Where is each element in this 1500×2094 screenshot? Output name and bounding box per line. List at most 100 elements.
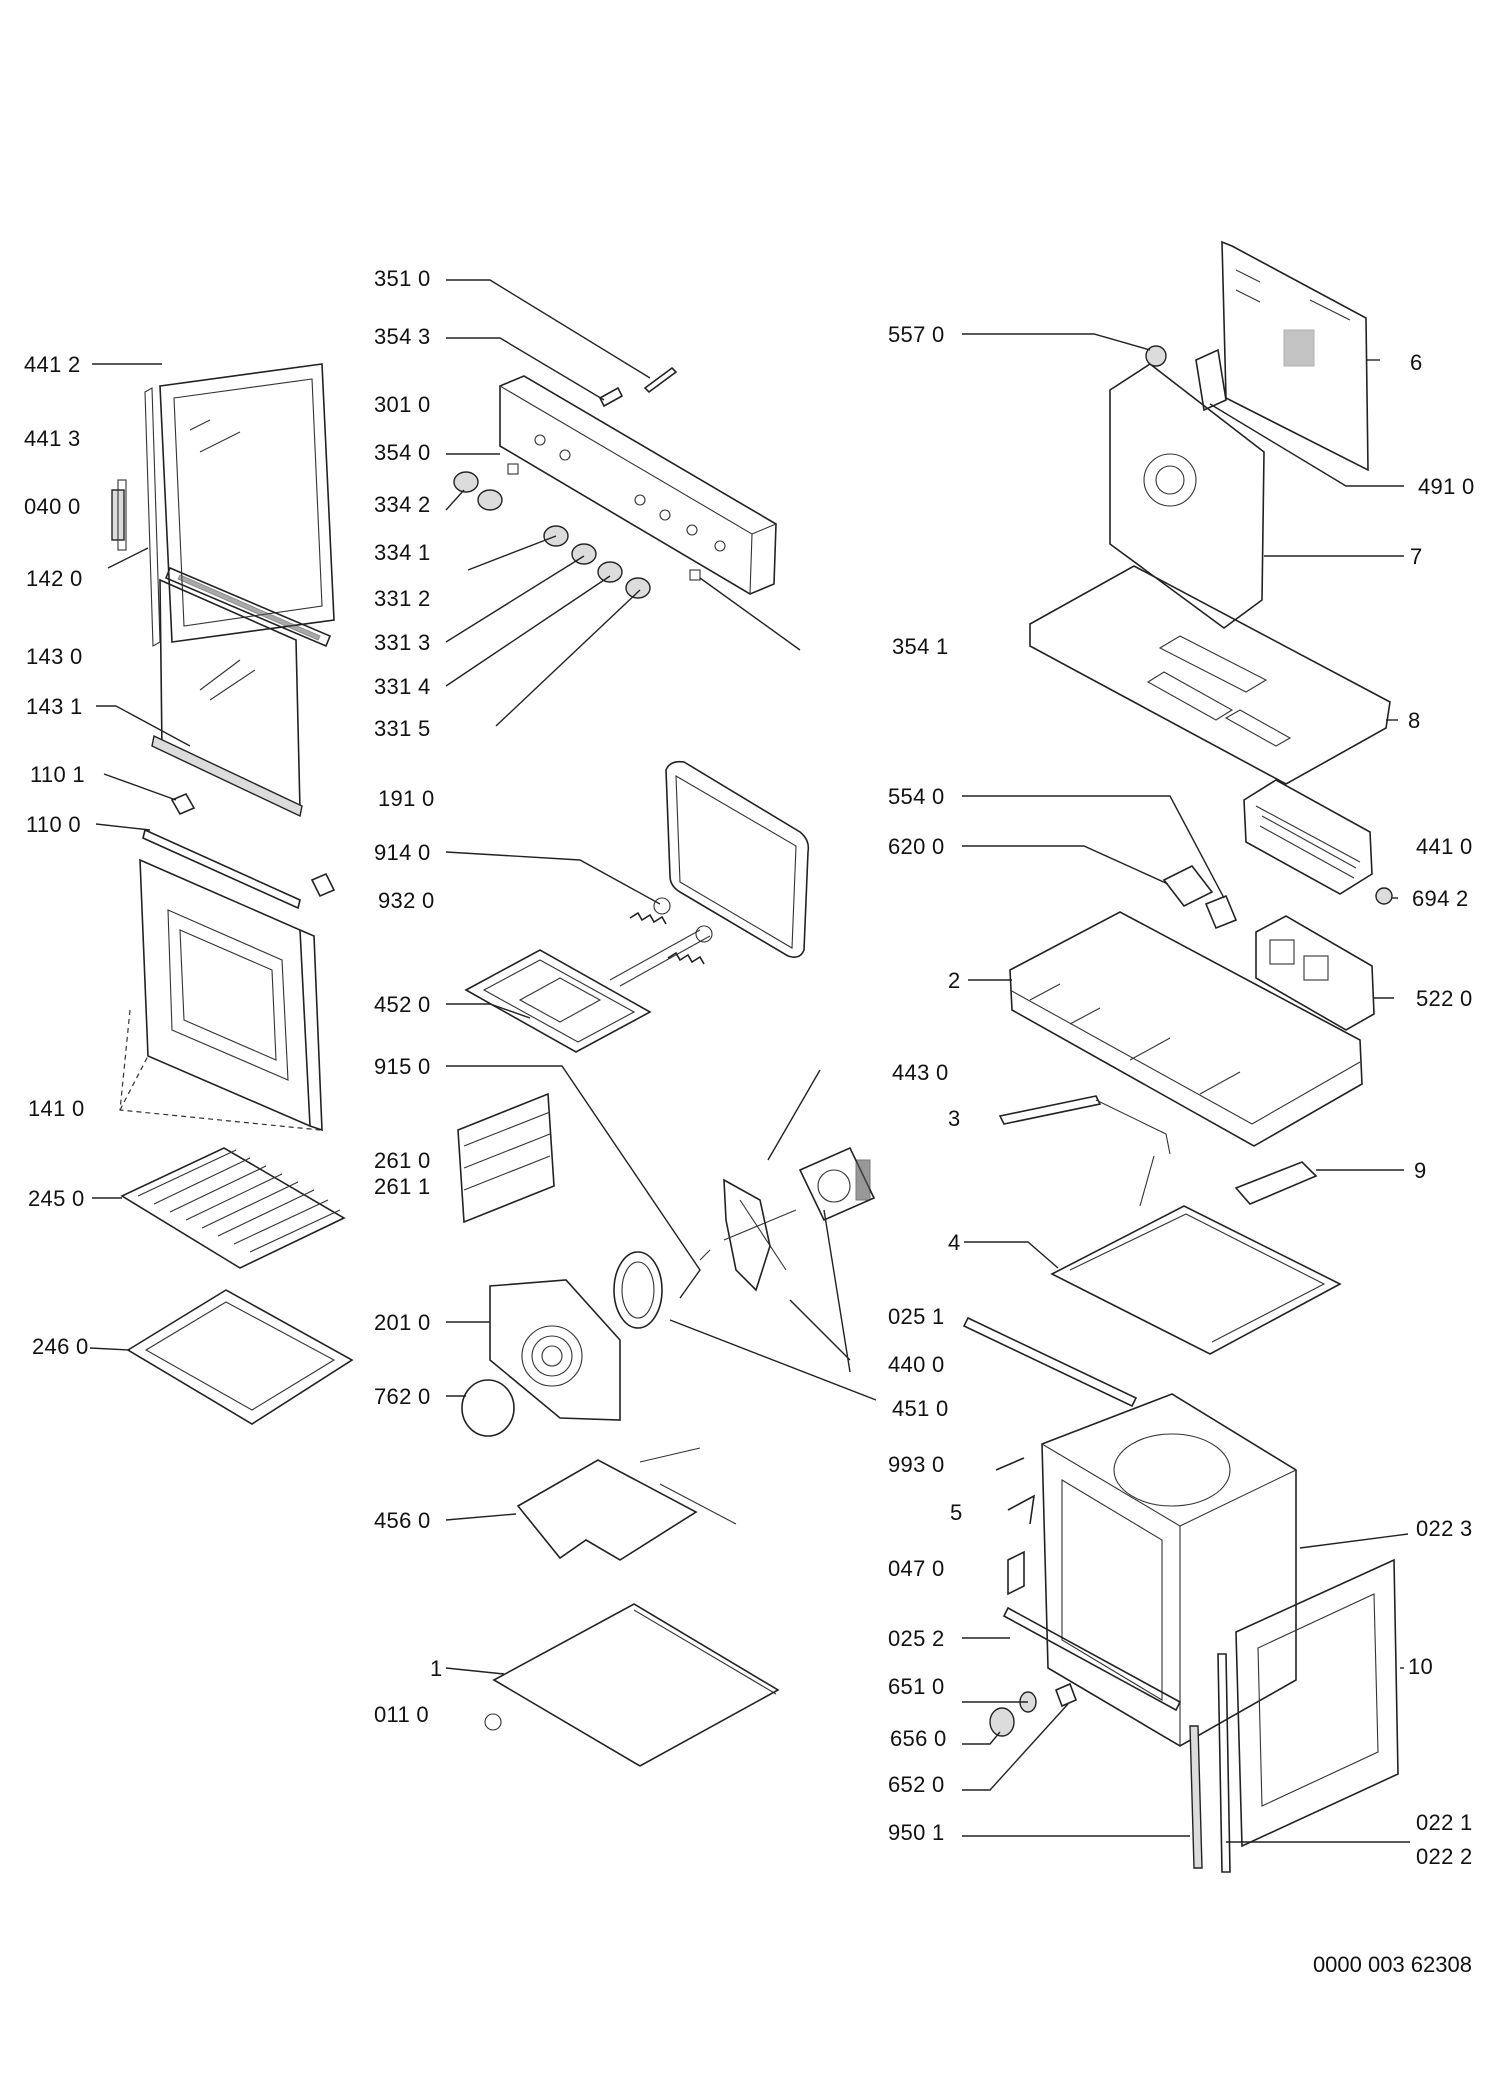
fan-cover-panel-part <box>489 1279 621 1421</box>
side-rail-part <box>962 1316 1138 1408</box>
glass-strip-part <box>151 734 303 818</box>
label-354-3: 354 3 <box>374 324 431 349</box>
cooling-fan-blower-part <box>1243 779 1373 895</box>
door-hinge-part <box>111 479 127 551</box>
door-vent-strip-part <box>164 566 332 648</box>
lamp-part <box>1204 894 1238 930</box>
side-shelf-rails-part <box>457 1092 555 1224</box>
label-915-0: 915 0 <box>374 1054 431 1079</box>
label-022-1: 022 1 <box>1416 1810 1473 1835</box>
label-652-0: 652 0 <box>888 1772 945 1797</box>
label-656-0: 656 0 <box>890 1726 947 1751</box>
back-cover-panel-part <box>1221 240 1369 472</box>
label-245-0: 245 0 <box>28 1186 85 1211</box>
label-022-2: 022 2 <box>1416 1844 1473 1869</box>
label-331-5: 331 5 <box>374 716 431 741</box>
hinge-bracket-047-part <box>1007 1550 1025 1596</box>
middle-leader-lines <box>445 279 877 1675</box>
label-557-0: 557 0 <box>888 322 945 347</box>
label-451-0: 451 0 <box>892 1396 949 1421</box>
oven-door-seal-part <box>665 760 810 958</box>
document-number: 0000 003 62308 <box>1312 1952 1472 1977</box>
label-201-0: 201 0 <box>374 1310 431 1335</box>
label-261-0: 261 0 <box>374 1148 431 1173</box>
label-354-1: 354 1 <box>892 634 949 659</box>
oven-rack-part <box>120 1147 346 1269</box>
label-456-0: 456 0 <box>374 1508 431 1533</box>
clip-part <box>170 792 336 898</box>
bottom-plate-part <box>492 1603 780 1767</box>
label-141-0: 141 0 <box>28 1096 85 1121</box>
control-screw-part <box>598 366 678 408</box>
label-040-0: 040 0 <box>24 494 81 519</box>
label-351-0: 351 0 <box>374 266 431 291</box>
label-441-3: 441 3 <box>24 426 81 451</box>
oven-cavity-part <box>1041 1393 1297 1747</box>
screw-993-part <box>995 1457 1025 1471</box>
label-522-0: 522 0 <box>1416 986 1473 1011</box>
label-9: 9 <box>1414 1158 1427 1183</box>
label-5: 5 <box>950 1500 963 1525</box>
label-993-0: 993 0 <box>888 1452 945 1477</box>
label-047-0: 047 0 <box>888 1556 945 1581</box>
label-143-1: 143 1 <box>26 694 83 719</box>
label-1: 1 <box>430 1656 443 1681</box>
control-chassis-part <box>1009 911 1363 1147</box>
rear-panel-part <box>1109 345 1265 629</box>
front-rail-025-part <box>1002 1606 1182 1712</box>
label-440-0: 440 0 <box>888 1352 945 1377</box>
fan-blade-part <box>723 1178 797 1292</box>
label-110-0: 110 0 <box>26 812 81 837</box>
label-025-1: 025 1 <box>888 1304 945 1329</box>
label-452-0: 452 0 <box>374 992 431 1017</box>
screw-part <box>484 1713 502 1731</box>
thermostat-part <box>1195 348 1227 412</box>
label-011-0: 011 0 <box>374 1702 429 1727</box>
label-694-2: 694 2 <box>1412 886 1469 911</box>
fan-gasket-part <box>461 1379 515 1437</box>
label-191-0: 191 0 <box>378 786 435 811</box>
label-932-0: 932 0 <box>378 888 435 913</box>
left-leader-lines <box>89 363 191 1351</box>
label-10: 10 <box>1408 1654 1434 1679</box>
label-443-0: 443 0 <box>892 1060 949 1085</box>
label-4: 4 <box>948 1230 961 1255</box>
label-334-1: 334 1 <box>374 540 431 565</box>
label-143-0: 143 0 <box>26 644 83 669</box>
top-cover-part <box>1029 565 1391 785</box>
side-trim-part <box>1217 1653 1231 1873</box>
control-knobs-part <box>453 463 701 599</box>
outer-door-part <box>119 858 323 1132</box>
baking-tray-part <box>126 1289 354 1425</box>
lower-element-part <box>516 1447 737 1561</box>
fan-ring-element-part <box>613 1251 663 1329</box>
grill-element-part <box>464 929 711 1053</box>
label-2: 2 <box>948 968 961 993</box>
seal-strip-part <box>1189 1725 1203 1869</box>
label-950-1: 950 1 <box>888 1820 945 1845</box>
bracket-5-part <box>1007 1494 1036 1525</box>
label-331-3: 331 3 <box>374 630 431 655</box>
label-022-3: 022 3 <box>1416 1516 1473 1541</box>
right-leader-lines <box>962 333 1410 1843</box>
label-261-1: 261 1 <box>374 1174 431 1199</box>
label-762-0: 762 0 <box>374 1384 431 1409</box>
label-301-0: 301 0 <box>374 392 431 417</box>
label-025-2: 025 2 <box>888 1626 945 1651</box>
label-441-0: 441 0 <box>1416 834 1473 859</box>
electronic-module-part <box>1255 915 1375 1031</box>
label-6: 6 <box>1410 350 1423 375</box>
fan-motor-part <box>798 1146 876 1222</box>
screw-011-part <box>699 1249 711 1261</box>
side-panel-part <box>1235 1558 1399 1848</box>
label-620-0: 620 0 <box>888 834 945 859</box>
label-914-0: 914 0 <box>374 840 431 865</box>
relay-part <box>1162 864 1214 908</box>
label-7: 7 <box>1410 544 1423 569</box>
bracket-part <box>1234 1161 1318 1205</box>
label-8: 8 <box>1408 708 1421 733</box>
support-bar-part <box>998 1095 1171 1207</box>
label-246-0: 246 0 <box>32 1334 89 1359</box>
label-354-0: 354 0 <box>374 440 431 465</box>
control-panel-part <box>499 375 777 595</box>
